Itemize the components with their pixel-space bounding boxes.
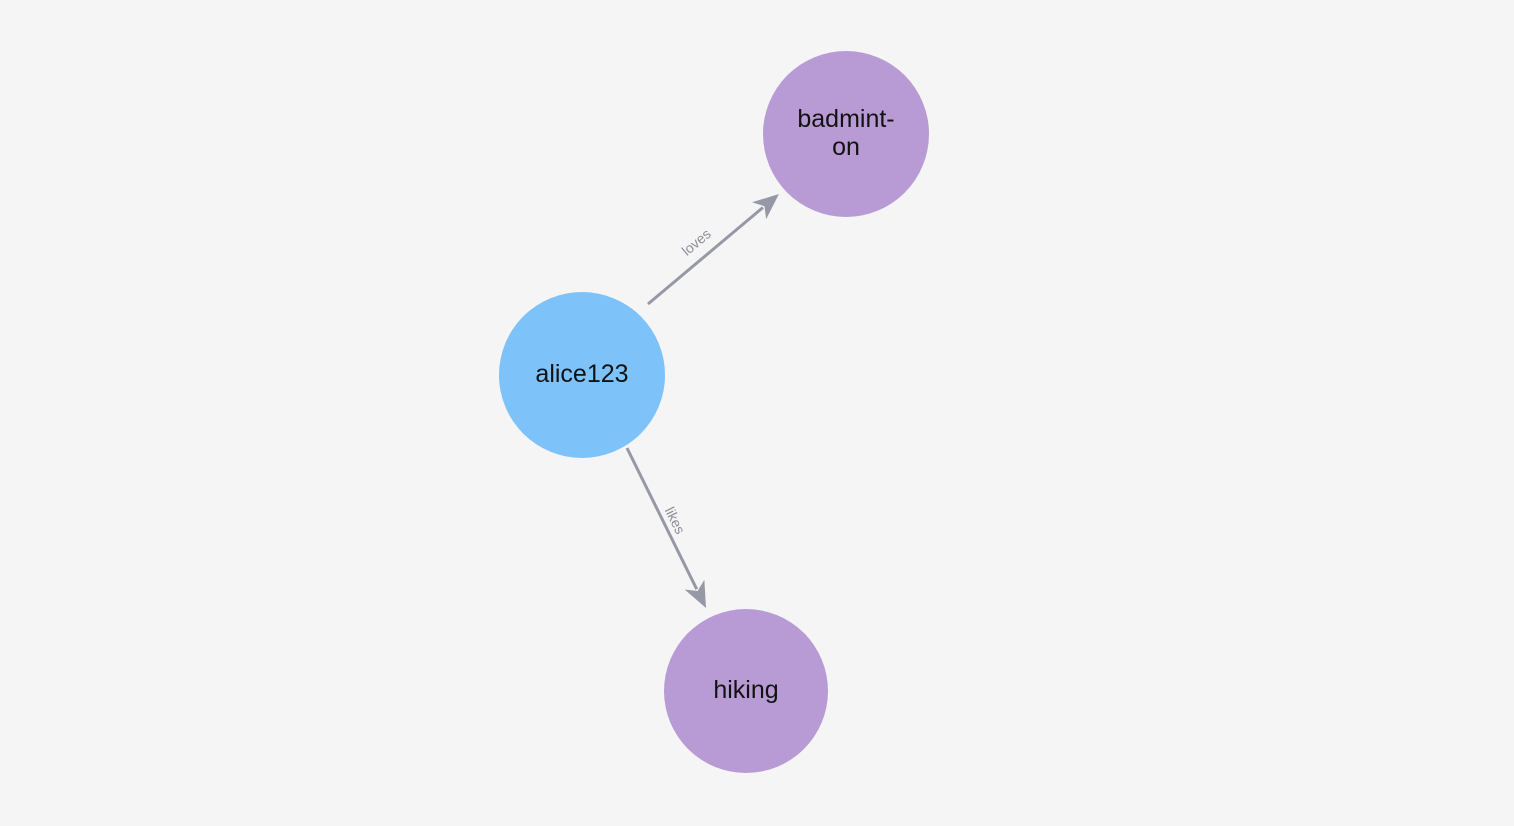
graph-node-alice123[interactable]: alice123 bbox=[499, 292, 665, 458]
graph-edge[interactable]: loves bbox=[647, 194, 779, 306]
node-circle[interactable] bbox=[664, 609, 828, 773]
edge-line bbox=[625, 447, 699, 590]
node-circle[interactable] bbox=[499, 292, 665, 458]
graph-node-badminton[interactable]: badmint-on bbox=[763, 51, 929, 217]
edge-line bbox=[647, 206, 764, 306]
nodes-layer: alice123 badmint-on hiking bbox=[499, 51, 929, 773]
edge-arrowhead-icon bbox=[684, 579, 706, 608]
node-circle[interactable] bbox=[763, 51, 929, 217]
graph-node-hiking[interactable]: hiking bbox=[664, 609, 828, 773]
edge-label: likes bbox=[662, 504, 689, 536]
graph-edge[interactable]: likes bbox=[625, 447, 706, 608]
edge-arrowhead-icon bbox=[752, 194, 779, 220]
